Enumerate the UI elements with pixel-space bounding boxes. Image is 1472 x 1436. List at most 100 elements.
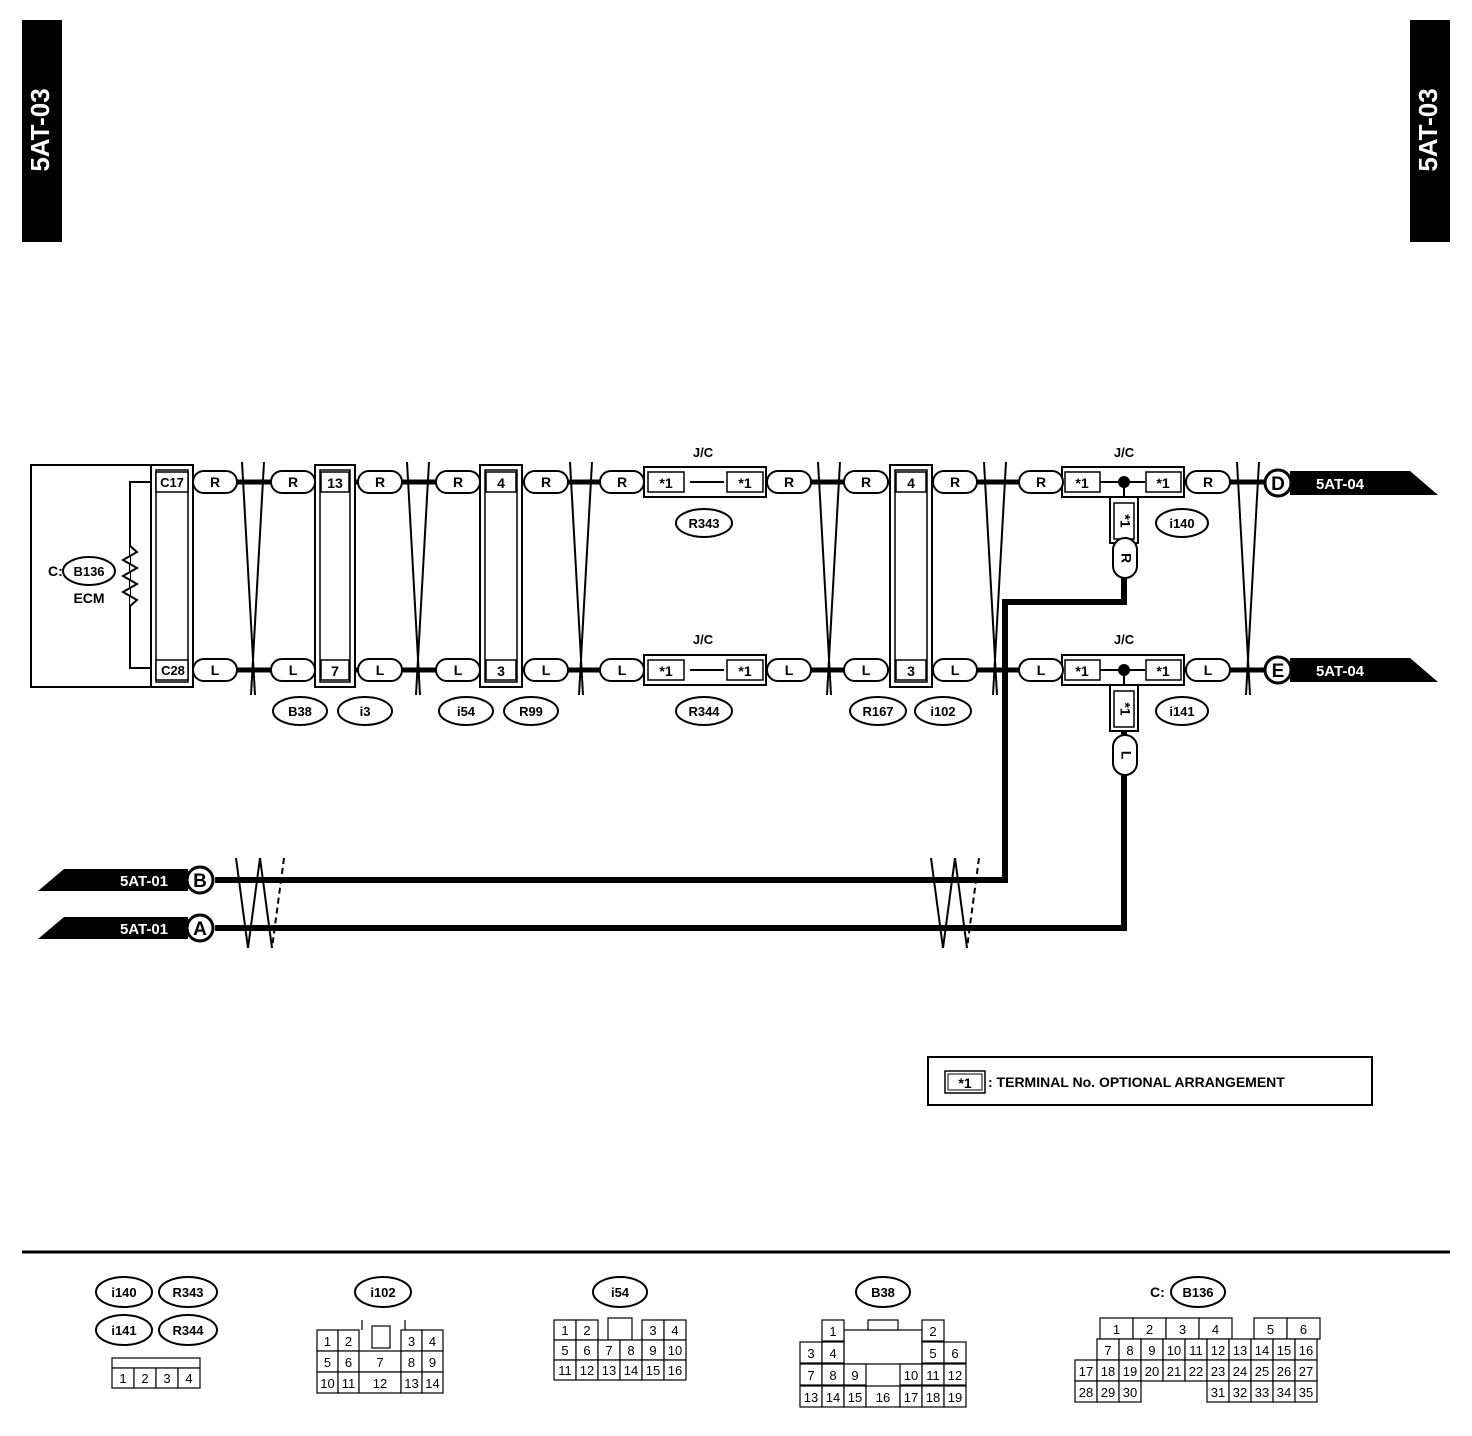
harness-break xyxy=(817,461,841,696)
wire-color-pill-upper: R xyxy=(192,470,238,494)
pin-number: 21 xyxy=(1167,1364,1181,1379)
legend-text: : TERMINAL No. OPTIONAL ARRANGEMENT xyxy=(988,1074,1285,1090)
pin-number: 16 xyxy=(876,1390,890,1405)
harness-break xyxy=(1236,461,1260,696)
pin-number: 13 xyxy=(404,1376,418,1391)
pin-number: 15 xyxy=(848,1390,862,1405)
wire-color-code: R xyxy=(375,474,385,490)
pin-number: 33 xyxy=(1255,1385,1269,1400)
connector-label-r167: R167 xyxy=(862,704,893,719)
pin-number: 20 xyxy=(1145,1364,1159,1379)
wire-color-code: L xyxy=(785,662,794,678)
wire-color-pill-lower: L xyxy=(435,658,481,682)
connector-label-i141: i141 xyxy=(1169,704,1194,719)
wire-color-code: R xyxy=(784,474,794,490)
pin-number: 31 xyxy=(1211,1385,1225,1400)
page-tab-right: 5AT-03 xyxy=(1410,20,1450,242)
pin-number: 29 xyxy=(1101,1385,1115,1400)
splice-pin-i141-b: *1 xyxy=(1156,663,1169,679)
ecm-connector-prefix: C: xyxy=(48,563,63,579)
pin-number: 14 xyxy=(425,1376,439,1391)
pin-number: 15 xyxy=(1277,1343,1291,1358)
pin-number: 3 xyxy=(163,1371,170,1386)
wire-color-pill-lower: L xyxy=(270,658,316,682)
jc-label-r343: J/C xyxy=(693,445,714,460)
pin-number: 5 xyxy=(1267,1322,1274,1337)
pin-number: 16 xyxy=(1299,1343,1313,1358)
wire-color-pill-upper: R xyxy=(1018,470,1064,494)
pin-upper-1: 13 xyxy=(327,475,343,491)
view-label-b38: B38 xyxy=(871,1285,895,1300)
ecm-name: ECM xyxy=(73,590,104,606)
wire-color-pill-branch-i140: R xyxy=(1112,537,1138,579)
pin-number: 6 xyxy=(951,1346,958,1361)
connector-view-i102-label: i102 xyxy=(354,1276,412,1308)
pin-number: 12 xyxy=(948,1368,962,1383)
pin-number: 26 xyxy=(1277,1364,1291,1379)
wire-color-pill-lower: L xyxy=(932,658,978,682)
pin-number: 4 xyxy=(671,1323,678,1338)
pin-number: 2 xyxy=(141,1371,148,1386)
pin-number: 34 xyxy=(1277,1385,1291,1400)
pin-lower-2: 3 xyxy=(497,663,505,679)
view-label-i54: i54 xyxy=(611,1285,630,1300)
wire-color-pill-lower: L xyxy=(599,658,645,682)
view-label-i102: i102 xyxy=(370,1285,395,1300)
pin-number: 12 xyxy=(580,1363,594,1378)
pin-number: 10 xyxy=(1167,1343,1181,1358)
splice-pin-i140-c: *1 xyxy=(1117,514,1133,527)
splice-pin-r343-a: *1 xyxy=(659,475,672,491)
wire-color-pill-upper: R xyxy=(435,470,481,494)
pin-number: 5 xyxy=(324,1355,331,1370)
wire-color-code: R xyxy=(288,474,298,490)
pin-number: 8 xyxy=(627,1343,634,1358)
pin-number: 15 xyxy=(646,1363,660,1378)
wire-color-code: R xyxy=(1118,553,1134,563)
connector-id-labels: R343 i140 R344 i141 B38 i3 i54 R99 R167 … xyxy=(272,508,1209,726)
pin-number: 2 xyxy=(583,1323,590,1338)
pin-number: 11 xyxy=(1189,1343,1203,1358)
wire-color-pill-lower: L xyxy=(192,658,238,682)
wire-color-code: R xyxy=(861,474,871,490)
splice-pin-r343-b: *1 xyxy=(738,475,751,491)
wire-color-pill-upper: R xyxy=(270,470,316,494)
pin-number: 19 xyxy=(1123,1364,1137,1379)
pin-number: 9 xyxy=(649,1343,656,1358)
pin-number: 8 xyxy=(829,1368,836,1383)
wire-color-code: L xyxy=(289,662,298,678)
pin-number: 4 xyxy=(829,1346,836,1361)
ecm-connector-id: B136 xyxy=(73,564,104,579)
wire-color-pill-upper: R xyxy=(523,470,569,494)
wire-color-pill-branch-i141: L xyxy=(1112,734,1138,776)
harness-connector-frames: 13 7 4 3 4 3 xyxy=(314,464,933,688)
pin-number: 25 xyxy=(1255,1364,1269,1379)
pin-number: 7 xyxy=(807,1368,814,1383)
connector-label-r344: R344 xyxy=(688,704,720,719)
pin-number: 8 xyxy=(1126,1343,1133,1358)
pin-number: 1 xyxy=(324,1334,331,1349)
terminal-ref-a: 5AT-01 xyxy=(120,921,168,938)
page-label-right: 5AT-03 xyxy=(1413,88,1443,171)
pin-number: 8 xyxy=(408,1355,415,1370)
terminal-d: D 5AT-04 xyxy=(1263,468,1438,498)
pin-number: 14 xyxy=(624,1363,638,1378)
view-label-r344: R344 xyxy=(172,1323,204,1338)
page-tab-left: 5AT-03 xyxy=(22,20,62,242)
wire-color-code: L xyxy=(1118,751,1134,760)
pin-number: 17 xyxy=(904,1390,918,1405)
wire-color-code: L xyxy=(542,662,551,678)
harness-break xyxy=(983,461,1007,696)
pin-number: 12 xyxy=(373,1376,387,1391)
wire-color-code: L xyxy=(211,662,220,678)
view-label-r343: R343 xyxy=(172,1285,203,1300)
harness-break-lower-left xyxy=(235,857,285,949)
pin-number: 11 xyxy=(558,1363,572,1378)
pin-number: 7 xyxy=(605,1343,612,1358)
pin-number: 5 xyxy=(929,1346,936,1361)
pin-number: 16 xyxy=(668,1363,682,1378)
pin-number: 5 xyxy=(561,1343,568,1358)
pin-number: 6 xyxy=(583,1343,590,1358)
